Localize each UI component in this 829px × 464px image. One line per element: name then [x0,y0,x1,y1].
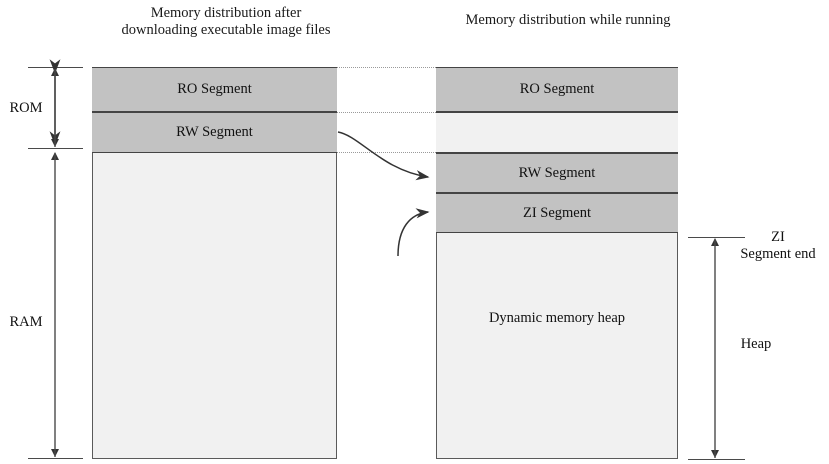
ram-range-label: RAM [9,314,43,330]
guide-line-bottom [337,152,436,153]
heap-bottom-tick [688,459,745,460]
zi-creation-arrow [397,208,430,257]
right-ro-segment: RO Segment [436,67,678,112]
guide-line-top [337,67,436,68]
zi-segment-end-label: ZI Segment end [740,229,816,262]
heap-range-label: Heap [740,336,772,352]
guide-line-middle [337,112,436,113]
rom-arrow-up-head [51,68,59,76]
rom-range-label: ROM [9,100,43,116]
right-empty-gap-segment [436,112,678,153]
right-zi-segment: ZI Segment [436,193,678,233]
right-rw-segment: RW Segment [436,153,678,193]
zi-segment-end-tick [688,237,745,238]
rw-relocation-arrow [337,131,430,181]
left-rw-segment: RW Segment [92,112,337,153]
heap-arrow-down-head [711,450,719,458]
right-diagram-title: Memory distribution while running [465,12,671,28]
rom-top-tick [28,67,83,68]
heap-arrow-up-head [711,238,719,246]
ram-bottom-tick [28,458,83,459]
rom-arrow-down-head [51,139,59,147]
rom-bottom-tick [28,148,83,149]
left-diagram-title: Memory distribution after downloading ex… [121,5,331,38]
ram-arrow-up-head [51,152,59,160]
ram-arrow-down-head [51,449,59,457]
dynamic-memory-heap-label: Dynamic memory heap [488,310,626,326]
left-ro-segment: RO Segment [92,67,337,112]
